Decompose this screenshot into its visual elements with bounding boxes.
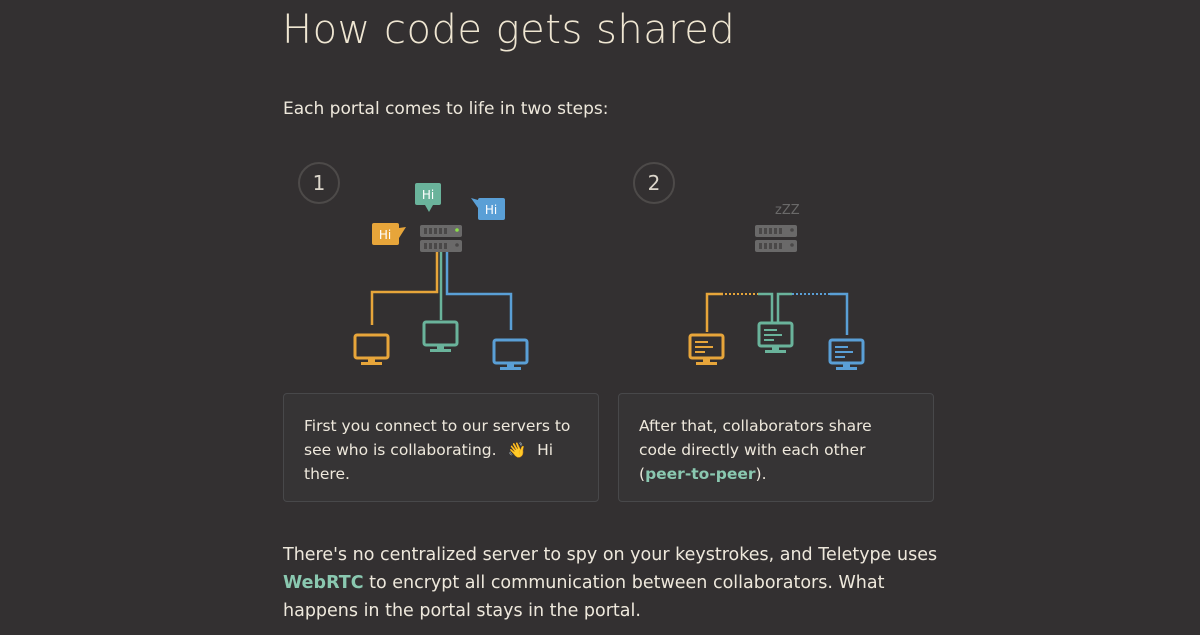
monitor-icon [422, 320, 459, 352]
orange-peer-line [705, 292, 723, 332]
blue-peer-line [830, 292, 849, 335]
outro-paragraph: There's no centralized server to spy on … [283, 541, 943, 625]
intro-text: Each portal comes to life in two steps: [283, 99, 609, 119]
monitor-icon [757, 321, 794, 353]
bubble-hi-blue: Hi [485, 203, 497, 217]
step-2-text: After that, collaborators share code dir… [639, 417, 872, 483]
step-1-diagram: Hi Hi Hi [353, 183, 529, 370]
chat-bubble-icon: Hi [471, 198, 505, 220]
orange-connection-line [370, 250, 439, 325]
server-icon [755, 225, 797, 252]
server-icon [420, 225, 462, 252]
chat-bubble-icon: Hi [415, 183, 441, 212]
sleep-icon: zZZ [775, 203, 800, 218]
chat-bubble-icon: Hi [372, 223, 406, 245]
monitor-icon [492, 338, 529, 370]
step-2-card: After that, collaborators share code dir… [618, 393, 934, 502]
step-number-1: 1 [298, 162, 340, 204]
bubble-hi-teal: Hi [422, 188, 434, 202]
outro-text-start: There's no centralized server to spy on … [283, 545, 938, 565]
monitor-icon [353, 333, 390, 365]
teal-peer-line-right [776, 292, 792, 322]
step-1-text: First you connect to our servers to see … [304, 417, 571, 459]
step-2-diagram: zZZ [688, 203, 865, 370]
step-1-card: First you connect to our servers to see … [283, 393, 599, 502]
webrtc-link[interactable]: WebRTC [283, 573, 364, 593]
monitor-icon [688, 333, 725, 365]
teal-peer-line-left [758, 292, 774, 322]
step-1-greeting: Hi there. [304, 441, 554, 483]
waving-hand-icon: 👋 [507, 441, 527, 459]
step-2-text-end: ). [755, 465, 767, 483]
peer-to-peer-link[interactable]: peer-to-peer [645, 465, 756, 483]
bubble-hi-orange: Hi [379, 228, 391, 242]
monitor-icon [828, 338, 865, 370]
step-number-2: 2 [633, 162, 675, 204]
page-title: How code gets shared [282, 7, 736, 53]
outro-text-end: to encrypt all communication between col… [283, 573, 885, 621]
blue-connection-line [445, 250, 513, 330]
